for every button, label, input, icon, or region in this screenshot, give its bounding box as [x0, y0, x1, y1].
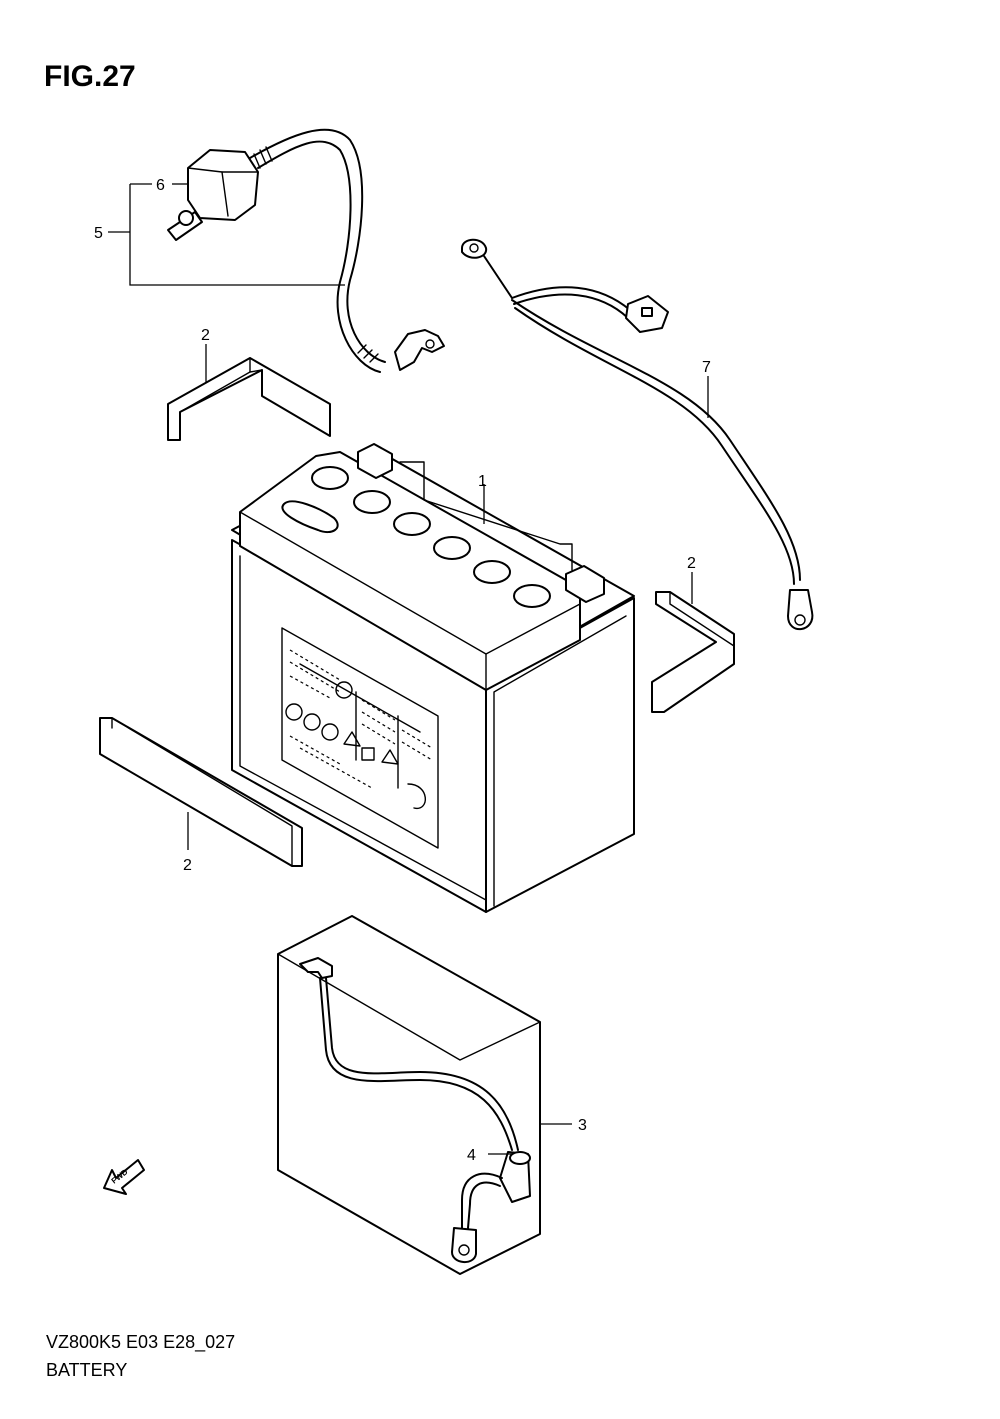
callout-2-lower[interactable]: 2	[183, 857, 192, 874]
battery[interactable]	[231, 443, 635, 913]
callout-3[interactable]: 3	[578, 1117, 587, 1134]
negative-lead-wire[interactable]	[461, 238, 814, 631]
callout-4[interactable]: 4	[467, 1147, 476, 1164]
callout-5[interactable]: 5	[94, 225, 103, 242]
model-code: VZ800K5 E03 E28_027	[46, 1332, 236, 1352]
battery-pad-upper[interactable]	[167, 357, 331, 441]
callout-6[interactable]: 6	[156, 177, 165, 194]
callout-1[interactable]: 1	[478, 473, 487, 490]
figure-title: FIG.27	[44, 60, 136, 93]
battery-minus-lead[interactable]	[299, 957, 531, 1263]
battery-holder[interactable]	[277, 915, 541, 1275]
battery-positive-cable[interactable]	[167, 128, 445, 373]
battery-pad-lower[interactable]	[99, 717, 303, 867]
terminal-cover[interactable]	[187, 149, 259, 221]
section-name: BATTERY	[46, 1360, 128, 1380]
callout-2-right[interactable]: 2	[687, 555, 696, 572]
battery-pad-right[interactable]	[651, 591, 735, 713]
callout-7[interactable]: 7	[702, 359, 711, 376]
fwd-arrow-icon: FWD	[103, 1159, 145, 1195]
callout-2-upper[interactable]: 2	[201, 327, 210, 344]
